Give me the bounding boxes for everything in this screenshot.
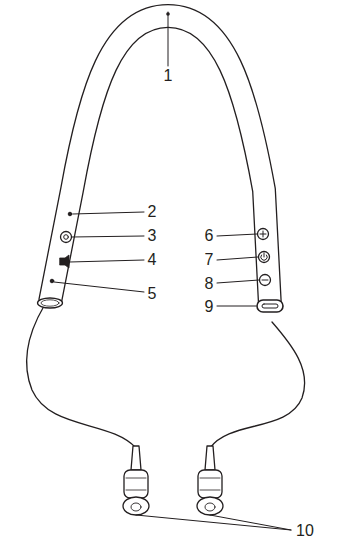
callout-number: 4 [147, 252, 158, 268]
right-cable [210, 322, 305, 448]
callout-number: 7 [204, 252, 215, 268]
callout-number: 9 [204, 299, 215, 315]
power-mark [261, 253, 267, 260]
callout-number: 8 [204, 276, 215, 292]
callout-number: 5 [147, 286, 158, 302]
plus-mark [260, 231, 266, 237]
leader-dot [166, 12, 170, 16]
callout-number: 2 [147, 204, 158, 220]
neckband-outline [50, 16, 270, 306]
minus-mark [262, 280, 268, 281]
nfc-button [61, 232, 72, 243]
left-earbud [123, 446, 149, 515]
volume-minus-button [260, 275, 271, 286]
left-end-cap-inner [41, 300, 59, 306]
left-cable [27, 306, 136, 448]
usb-port-slot [262, 304, 278, 308]
callout-number: 3 [147, 228, 158, 244]
power-button [259, 252, 270, 263]
callout-number: 6 [204, 228, 215, 244]
leader-lines [54, 12, 291, 530]
speaker-mark [60, 255, 69, 268]
usb-port [257, 300, 283, 312]
indicator-led [68, 212, 72, 216]
callout-number: 10 [295, 523, 315, 539]
neckband-fill [50, 16, 270, 306]
nfc-button-mark [64, 235, 69, 240]
volume-plus-button [258, 229, 269, 240]
callout-number: 1 [163, 68, 174, 84]
microphone-hole [50, 279, 54, 283]
left-end-cap [38, 298, 63, 308]
right-earbud [197, 446, 223, 515]
